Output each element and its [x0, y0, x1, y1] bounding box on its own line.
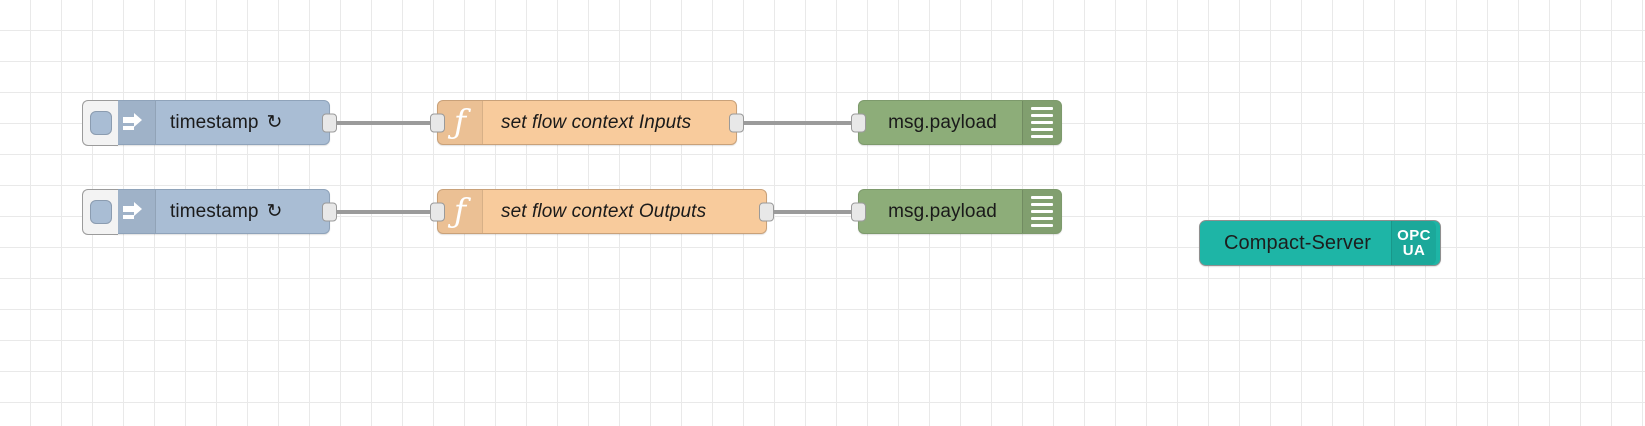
function-f-icon: ƒ — [438, 101, 483, 144]
function-node-2[interactable]: ƒ set flow context Outputs — [430, 189, 774, 234]
function-input-port-2[interactable] — [430, 202, 445, 221]
wire-inject-to-function-2[interactable] — [327, 210, 437, 214]
function-output-port-1[interactable] — [729, 113, 744, 132]
opcua-badge-line1: OPC — [1397, 226, 1431, 244]
inject-node-title: timestamp — [170, 111, 259, 133]
inject-trigger-knob — [89, 111, 112, 135]
debug-node-1[interactable]: msg.payload — [851, 100, 1085, 145]
inject-arrow-icon — [111, 190, 156, 233]
debug-input-port-1[interactable] — [851, 113, 866, 132]
inject-repeat-icon: ↻ — [266, 201, 283, 222]
opcua-server-node[interactable]: Compact-Server OPC UA — [1199, 220, 1441, 266]
inject-trigger-button[interactable] — [82, 100, 118, 146]
function-output-port-2[interactable] — [759, 202, 774, 221]
wire-function-to-debug-2[interactable] — [760, 210, 858, 214]
debug-input-port-2[interactable] — [851, 202, 866, 221]
inject-repeat-icon: ↻ — [266, 112, 283, 133]
inject-output-port-1[interactable] — [322, 113, 337, 132]
wire-inject-to-function-1[interactable] — [327, 121, 437, 125]
function-f-icon: ƒ — [438, 190, 483, 233]
opcua-badge-line2: UA — [1402, 242, 1426, 259]
inject-node-label: timestamp ↻ — [156, 101, 299, 144]
debug-node-label: msg.payload — [888, 200, 997, 222]
inject-node-2[interactable]: timestamp ↻ — [82, 189, 337, 235]
opcua-badge-icon: OPC UA — [1391, 221, 1436, 265]
function-f-glyph: ƒ — [453, 191, 467, 230]
function-input-port-1[interactable] — [430, 113, 445, 132]
inject-arrow-icon — [111, 101, 156, 144]
inject-node-label: timestamp ↻ — [156, 190, 299, 233]
debug-lines-icon — [1022, 190, 1061, 233]
opcua-server-label: Compact-Server — [1224, 231, 1371, 254]
function-node-label: set flow context Outputs — [501, 200, 707, 222]
function-node-label: set flow context Inputs — [501, 111, 692, 133]
inject-node-1[interactable]: timestamp ↻ — [82, 100, 337, 146]
debug-node-2[interactable]: msg.payload — [851, 189, 1085, 234]
inject-trigger-button[interactable] — [82, 189, 118, 235]
wire-function-to-debug-1[interactable] — [730, 121, 858, 125]
debug-node-label: msg.payload — [888, 111, 997, 133]
function-f-glyph: ƒ — [453, 102, 467, 141]
inject-trigger-knob — [89, 200, 112, 224]
debug-lines-icon — [1022, 101, 1061, 144]
function-node-1[interactable]: ƒ set flow context Inputs — [430, 100, 744, 145]
inject-node-title: timestamp — [170, 200, 259, 222]
inject-output-port-2[interactable] — [322, 202, 337, 221]
